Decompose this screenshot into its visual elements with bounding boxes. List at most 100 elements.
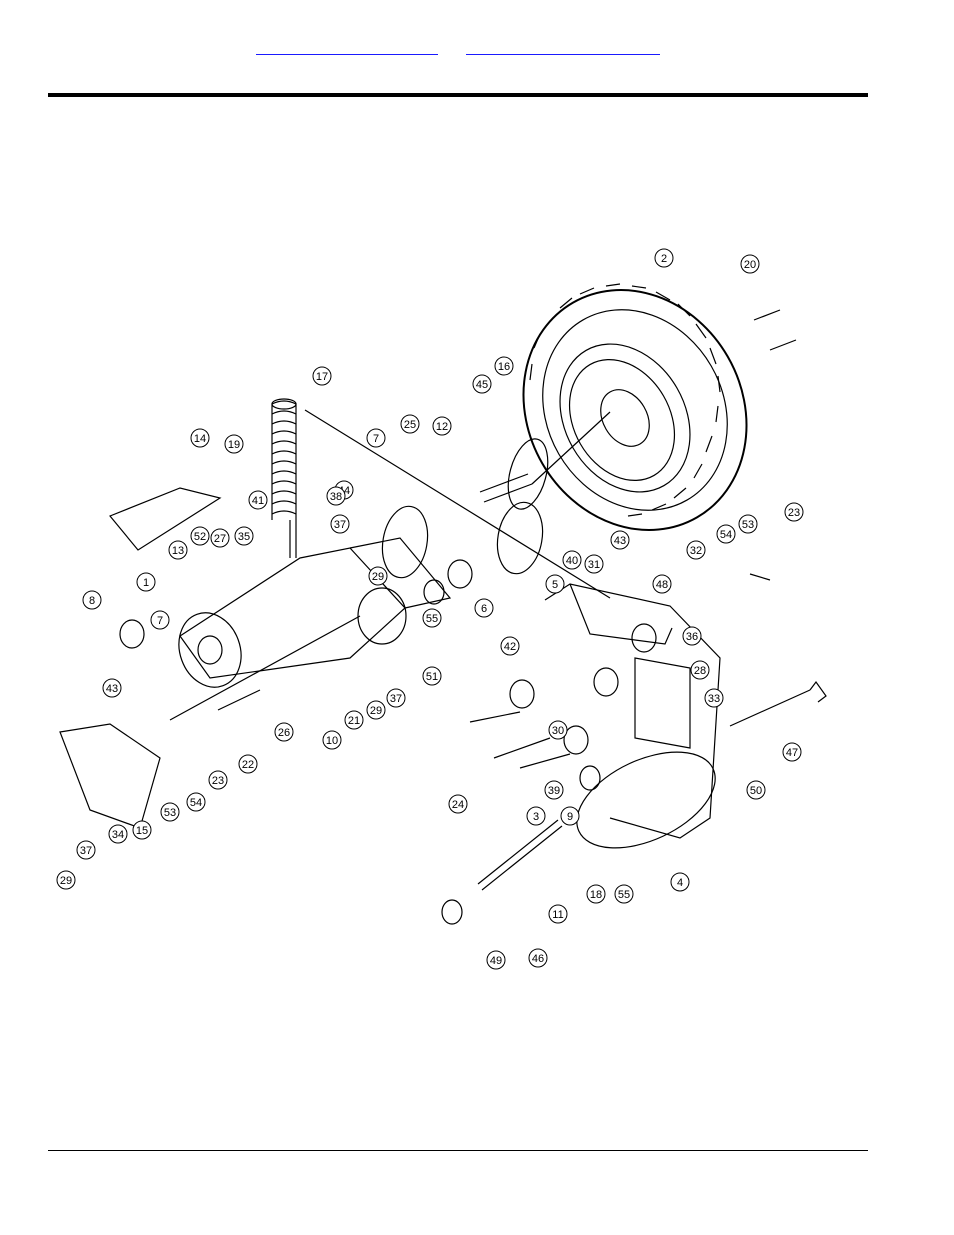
callout-balloon xyxy=(82,590,102,610)
exploded-parts-diagram: 2201745161419725124441383713522735291874… xyxy=(56,248,827,970)
callout-c1: 1 xyxy=(136,572,156,592)
callout-balloon xyxy=(322,730,342,750)
callout-label: 49 xyxy=(490,955,502,967)
callout-label: 5 xyxy=(552,579,558,591)
callout-balloon xyxy=(238,754,258,774)
callout-c22: 22 xyxy=(238,754,258,774)
callout-balloon xyxy=(746,780,766,800)
callout-balloon xyxy=(494,356,514,376)
callout-c38: 38 xyxy=(326,486,346,506)
callout-c10: 10 xyxy=(322,730,342,750)
hub-assemblies-drawing xyxy=(381,501,544,605)
callout-label: 53 xyxy=(742,519,754,531)
callout-balloon xyxy=(474,598,494,618)
callout-label: 21 xyxy=(348,715,360,727)
callout-balloon xyxy=(422,608,442,628)
callout-c37b: 37 xyxy=(386,688,406,708)
pin-drawing xyxy=(477,819,563,891)
callout-c47: 47 xyxy=(782,742,802,762)
callout-balloon xyxy=(610,530,630,550)
callout-balloon xyxy=(330,514,350,534)
callout-c16: 16 xyxy=(494,356,514,376)
callout-label: 23 xyxy=(788,507,800,519)
callout-balloon xyxy=(422,666,442,686)
callout-c51: 51 xyxy=(422,666,442,686)
callout-label: 30 xyxy=(552,725,564,737)
callout-label: 16 xyxy=(498,361,510,373)
callout-label: 20 xyxy=(744,259,756,271)
callout-label: 29 xyxy=(60,875,72,887)
callout-c55a: 55 xyxy=(422,608,442,628)
callout-label: 3 xyxy=(533,811,539,823)
callout-c45: 45 xyxy=(472,374,492,394)
hub-plate-drawing xyxy=(479,411,611,510)
callout-c28: 28 xyxy=(690,660,710,680)
callout-label: 35 xyxy=(238,531,250,543)
callout-label: 46 xyxy=(532,953,544,965)
callout-balloon xyxy=(584,554,604,574)
right-frame-drawing xyxy=(544,583,721,849)
callout-balloon xyxy=(716,524,736,544)
callout-label: 50 xyxy=(750,785,762,797)
callout-c20: 20 xyxy=(740,254,760,274)
callout-c12: 12 xyxy=(432,416,452,436)
callout-c35: 35 xyxy=(234,526,254,546)
callout-label: 14 xyxy=(194,433,206,445)
callout-label: 12 xyxy=(436,421,448,433)
callout-balloon xyxy=(686,540,706,560)
callout-balloon xyxy=(76,840,96,860)
cap-49-drawing xyxy=(441,899,463,925)
callout-c27: 27 xyxy=(210,528,230,548)
callout-label: 17 xyxy=(316,371,328,383)
callout-label: 53 xyxy=(164,807,176,819)
callout-balloon xyxy=(210,528,230,548)
callout-label: 1 xyxy=(143,577,149,589)
callout-c11: 11 xyxy=(548,904,568,924)
bracket-plate-drawing xyxy=(59,723,161,829)
callout-label: 39 xyxy=(548,785,560,797)
callout-balloon xyxy=(548,904,568,924)
callout-balloon xyxy=(544,780,564,800)
callout-c6: 6 xyxy=(474,598,494,618)
callout-label: 29 xyxy=(372,571,384,583)
callout-c50: 50 xyxy=(746,780,766,800)
callout-balloon xyxy=(486,950,506,970)
callout-balloon xyxy=(526,806,546,826)
callout-label: 33 xyxy=(708,693,720,705)
callout-balloon xyxy=(208,770,228,790)
callout-label: 45 xyxy=(476,379,488,391)
callout-balloon xyxy=(548,720,568,740)
header-link-2[interactable] xyxy=(466,40,660,55)
shield-drawing xyxy=(109,487,222,551)
callout-label: 43 xyxy=(106,683,118,695)
callout-c30: 30 xyxy=(548,720,568,740)
callout-label: 54 xyxy=(190,797,202,809)
callout-balloon xyxy=(102,678,122,698)
callout-balloon xyxy=(500,636,520,656)
header-link-1[interactable] xyxy=(256,40,438,55)
callout-label: 51 xyxy=(426,671,438,683)
callout-balloon xyxy=(690,660,710,680)
callout-balloon xyxy=(400,414,420,434)
callout-c55b: 55 xyxy=(614,884,634,904)
callout-balloon xyxy=(108,824,128,844)
callout-c29b: 29 xyxy=(366,700,386,720)
callout-label: 22 xyxy=(242,759,254,771)
callout-balloon xyxy=(782,742,802,762)
callout-label: 23 xyxy=(212,775,224,787)
callout-c18: 18 xyxy=(586,884,606,904)
callout-c26: 26 xyxy=(274,722,294,742)
callout-balloon xyxy=(654,248,674,268)
callout-c39: 39 xyxy=(544,780,564,800)
callout-balloon xyxy=(738,514,758,534)
callout-balloon xyxy=(432,416,452,436)
callout-c52: 52 xyxy=(190,526,210,546)
callout-label: 26 xyxy=(278,727,290,739)
callout-label: 19 xyxy=(228,439,240,451)
callout-balloon xyxy=(560,806,580,826)
callout-label: 42 xyxy=(504,641,516,653)
callout-label: 38 xyxy=(330,491,342,503)
callout-label: 24 xyxy=(452,799,464,811)
callout-balloon xyxy=(784,502,804,522)
callout-c5: 5 xyxy=(545,574,565,594)
